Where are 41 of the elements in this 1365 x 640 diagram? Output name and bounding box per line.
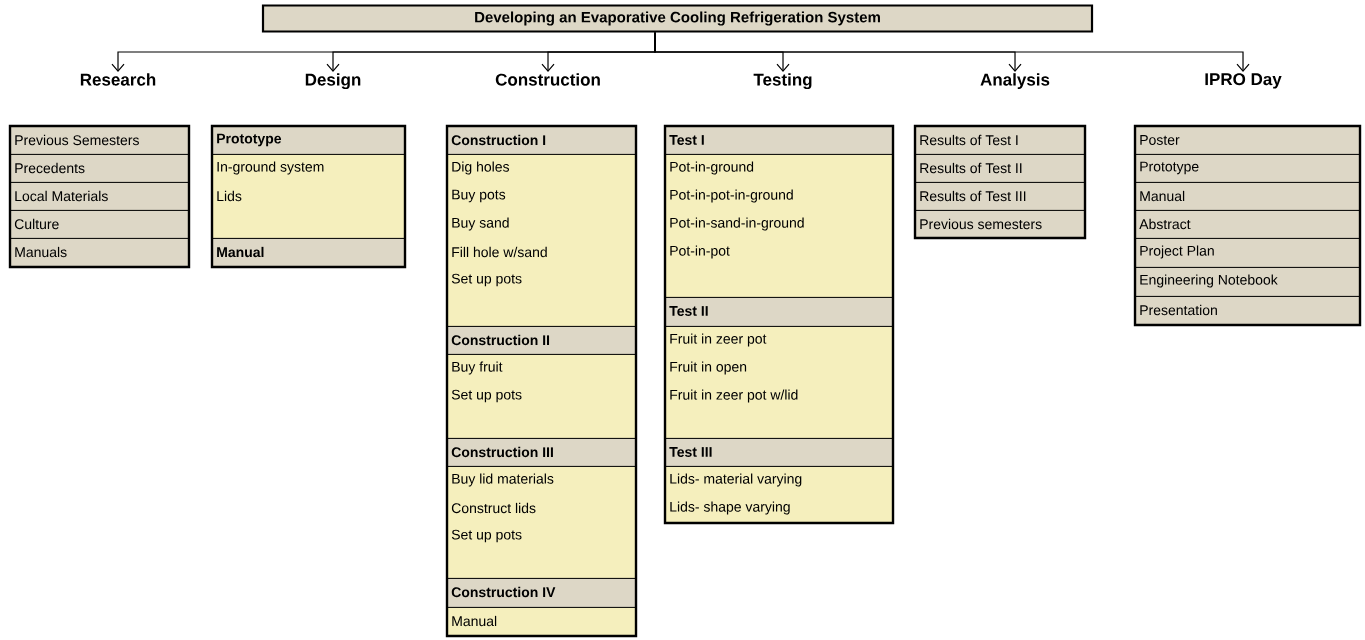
title-box: Developing an Evaporative Cooling Refrigeration System <box>261 4 1094 33</box>
item-box: Culture <box>10 210 190 239</box>
item-box: Previous Semesters <box>10 126 190 155</box>
item-box: Abstract <box>1135 210 1361 239</box>
column-heading: Testing <box>753 73 812 90</box>
column-heading: Research <box>80 73 156 86</box>
section-header: Construction III <box>447 438 637 467</box>
section-header: Construction II <box>447 326 637 355</box>
arrow <box>654 32 1250 72</box>
item-box: Manual <box>1135 182 1361 211</box>
list-box: In-ground system Lids <box>212 154 406 239</box>
section-header: Test I <box>665 126 894 155</box>
section-header: Test III <box>665 438 894 467</box>
item-box: Precedents <box>10 154 190 183</box>
item-box: Poster <box>1135 126 1361 155</box>
list-box: Manual <box>447 607 637 637</box>
section-header: Test II <box>665 297 894 327</box>
column-heading: IPRO Day <box>1205 73 1282 89</box>
section-header: Construction IV <box>447 578 637 608</box>
item-box: Previous semesters <box>915 210 1086 239</box>
item-box: Project Plan <box>1135 238 1361 268</box>
section-header: Prototype <box>212 126 406 155</box>
list-box: Buy fruit Set up pots <box>447 354 637 439</box>
item-box: Results of Test I <box>915 126 1086 155</box>
column-heading: Design <box>305 73 361 90</box>
section-header: Manual <box>212 238 406 268</box>
list-box: Dig holes Buy pots Buy sand Fill hole w/sand Set up pots <box>447 154 637 327</box>
item-box: Results of Test III <box>915 182 1086 211</box>
list-box: Buy lid materials Construct lids Set up pots <box>447 466 637 579</box>
section-header: Construction I <box>447 126 637 155</box>
item-box: Local Materials <box>10 182 190 211</box>
list-box: Pot-in-ground Pot-in-pot-in-ground Pot-in-sand-in-ground Pot-in-pot <box>665 154 894 298</box>
column-heading: Construction <box>495 73 600 86</box>
column-heading: Analysis <box>980 73 1050 90</box>
item-box: Results of Test II <box>915 154 1086 183</box>
item-box: Engineering Notebook <box>1135 267 1361 297</box>
item-box: Presentation <box>1135 296 1361 326</box>
list-box: Lids- material varying Lids- shape varying <box>665 466 894 524</box>
item-box: Prototype <box>1135 154 1361 183</box>
list-box: Fruit in zeer pot Fruit in open Fruit in zeer pot w/lid <box>665 326 894 439</box>
item-box: Manuals <box>10 238 190 268</box>
